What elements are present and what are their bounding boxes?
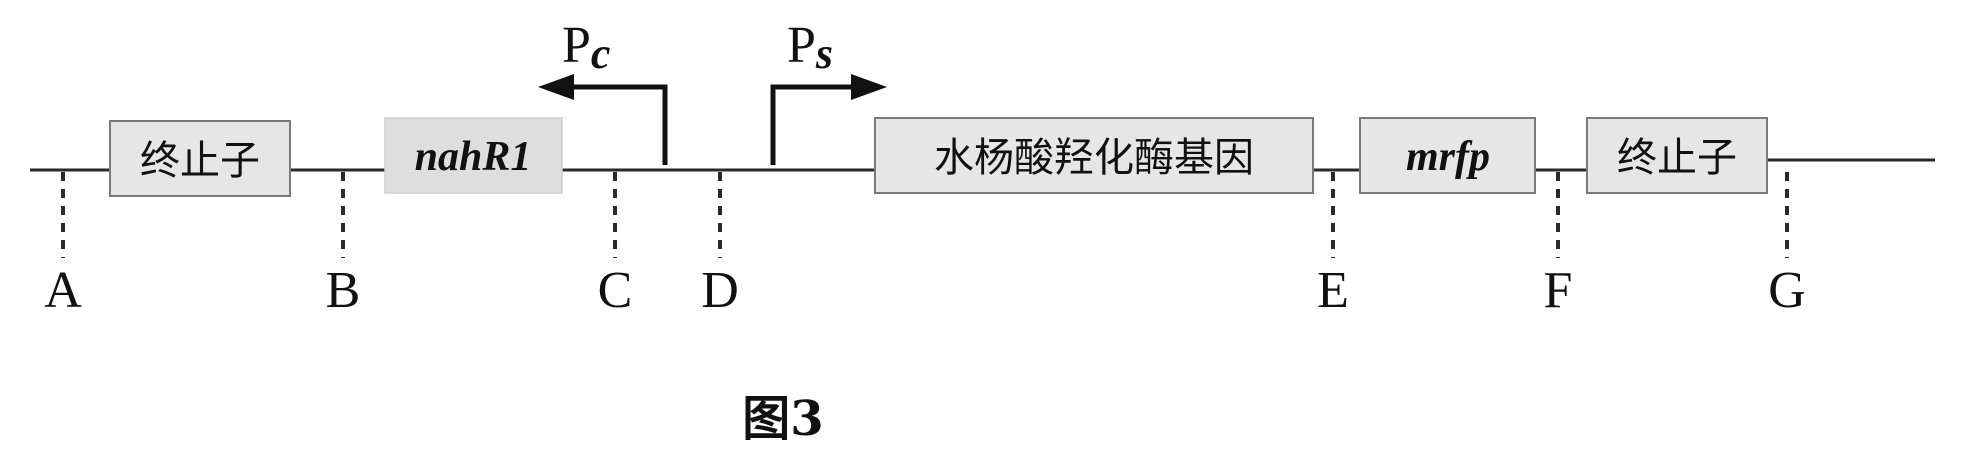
site-label-e: E xyxy=(1317,262,1349,319)
promoter-pc: Pc xyxy=(538,17,668,165)
site-marker-b: B xyxy=(326,172,361,319)
site-label-a: A xyxy=(44,262,82,319)
site-label-d: D xyxy=(701,262,739,319)
salicylate-hydroxylase-gene: 水杨酸羟化酶基因 xyxy=(874,117,1314,194)
site-label-f: F xyxy=(1544,262,1573,319)
nahR1-gene: nahR1 xyxy=(384,117,563,194)
site-label-c: C xyxy=(598,262,633,319)
promoter-ps: Ps xyxy=(770,17,887,165)
terminator-right: 终止子 xyxy=(1586,117,1768,194)
site-marker-e: E xyxy=(1317,172,1349,319)
site-marker-f: F xyxy=(1544,172,1573,319)
figure-caption: 图3 xyxy=(742,391,823,447)
site-marker-a: A xyxy=(44,172,82,319)
site-label-g: G xyxy=(1768,262,1806,319)
mrfp-label: mrfp xyxy=(1406,134,1490,180)
terminator-left-label: 终止子 xyxy=(140,138,260,184)
site-marker-d: D xyxy=(701,172,739,319)
pc-arrowhead xyxy=(538,74,574,100)
terminator-right-label: 终止子 xyxy=(1617,135,1737,181)
site-label-b: B xyxy=(326,262,361,319)
site-marker-c: C xyxy=(598,172,633,319)
dna-backbone xyxy=(30,158,1935,172)
mrfp-gene: mrfp xyxy=(1359,117,1536,194)
pc-label: Pc xyxy=(562,17,610,78)
terminator-left: 终止子 xyxy=(109,120,291,197)
ps-label: Ps xyxy=(787,17,833,78)
ps-arrowhead xyxy=(851,74,887,100)
salicylate-gene-label: 水杨酸羟化酶基因 xyxy=(934,135,1254,181)
site-marker-g: G xyxy=(1768,172,1806,319)
site-markers: A B C D E F G xyxy=(44,172,1806,319)
nahR1-label: nahR1 xyxy=(415,134,532,180)
